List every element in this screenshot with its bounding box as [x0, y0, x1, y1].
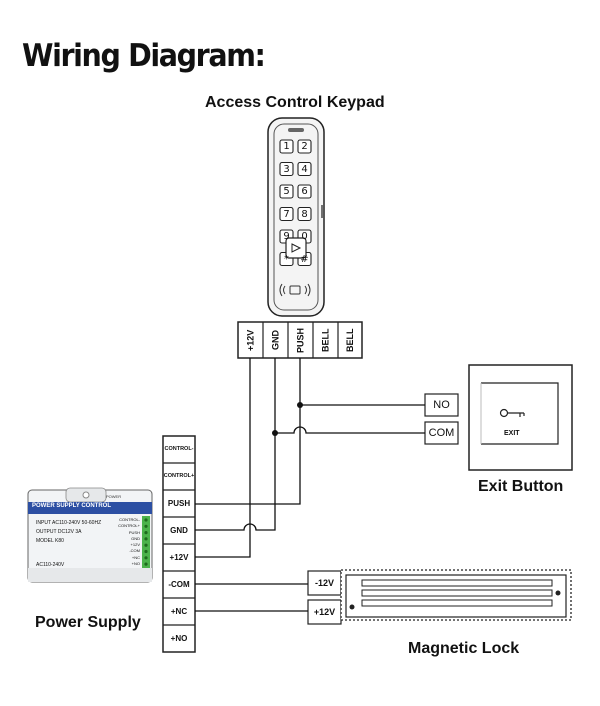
lock-terminal-minus-12v: -12V — [314, 578, 334, 588]
keypad-key — [297, 139, 312, 154]
psu-side-label: +NO — [131, 561, 140, 567]
key-icon — [499, 408, 525, 418]
psu-terminal-control-plus: CONTROL+ — [163, 473, 195, 479]
junction-dot — [297, 402, 303, 408]
power-supply-terminal-block — [162, 435, 196, 653]
psu-pin — [144, 556, 148, 560]
psu-pin — [144, 524, 148, 528]
keypad-terminal-gnd: GND — [270, 330, 281, 350]
psu-pin — [144, 543, 148, 547]
psu-terminal-push: PUSH — [167, 499, 191, 508]
keypad-key — [297, 206, 312, 222]
keypad-heading: Access Control Keypad — [205, 94, 385, 111]
psu-terminal-nc: +NC — [170, 607, 188, 616]
rfid-icon — [279, 283, 311, 297]
psu-side-label: GND — [131, 535, 140, 541]
psu-bottom-text: AC110-240V — [36, 562, 65, 568]
psu-side-label: -COM — [129, 548, 140, 554]
keypad-key — [297, 184, 312, 199]
keypad-key-label: 1 — [283, 141, 290, 152]
keypad-key-label: 6 — [301, 186, 308, 197]
psu-power-label: POWER — [106, 494, 122, 499]
psu-side-label: +NC — [131, 554, 140, 560]
keypad-key-label: 7 — [283, 208, 290, 220]
exit-terminal-com: COM — [428, 427, 455, 439]
exit-terminal-no: NO — [433, 399, 450, 411]
keypad-key — [279, 161, 294, 177]
keypad-key-label: 8 — [301, 208, 308, 220]
power-supply-device — [27, 487, 153, 583]
keypad-device — [267, 117, 325, 317]
keypad-terminal-bell-1: BELL — [320, 328, 331, 352]
psu-terminal-com: -COM — [168, 580, 190, 589]
keypad-terminal-push: PUSH — [295, 327, 306, 353]
psu-output: OUTPUT DC12V 3A — [36, 529, 82, 535]
keypad-key-label: 3 — [283, 163, 290, 175]
exit-label: EXIT — [504, 430, 520, 437]
psu-pin — [144, 537, 148, 541]
keypad-terminal-bell-2: BELL — [345, 328, 355, 352]
psu-side-label: +12V — [130, 542, 140, 548]
lock-terminal-plus-12v: +12V — [313, 607, 336, 617]
psu-side-label: PUSH — [128, 529, 140, 535]
exit-button-device — [468, 364, 573, 471]
psu-pin — [144, 549, 148, 554]
psu-model: MODEL K80 — [36, 538, 64, 544]
psu-pin — [144, 518, 148, 522]
psu-terminal-control-minus: CONTROL- — [164, 446, 194, 452]
keypad-key-label: 4 — [301, 163, 308, 175]
keypad-terminal-12v: +12V — [245, 329, 256, 351]
keypad-key-label: 9 — [283, 231, 290, 242]
keypad-key — [279, 206, 294, 222]
junction-dot — [272, 430, 278, 436]
psu-terminal-no: +NO — [170, 634, 188, 643]
keypad-terminal-block — [237, 321, 363, 359]
keypad-key-label: 0 — [301, 231, 308, 242]
psu-side-label: CONTROL+ — [118, 523, 140, 529]
keypad-key-label: 2 — [301, 141, 308, 152]
keypad-key — [279, 139, 294, 154]
psu-input: INPUT AC110-240V 50-60HZ — [36, 520, 102, 526]
psu-device-header: POWER SUPPLY CONTROL — [32, 503, 112, 509]
magnetic-lock-heading: Magnetic Lock — [408, 640, 520, 657]
keypad-key-label: 5 — [283, 186, 290, 197]
psu-terminal-gnd: GND — [170, 526, 188, 535]
wires — [195, 358, 425, 612]
keypad-key — [297, 161, 312, 177]
psu-pin — [144, 562, 148, 566]
exit-button-heading: Exit Button — [478, 478, 564, 495]
keypad-key-label: * — [284, 253, 289, 265]
diagram-title: Wiring Diagram: — [22, 38, 266, 74]
keypad-key — [279, 184, 294, 199]
magnetic-lock-device — [340, 569, 572, 621]
psu-pin — [144, 531, 148, 535]
psu-side-label: CONTROL- — [119, 517, 140, 522]
power-supply-heading: Power Supply — [35, 614, 141, 631]
keypad-key-label: # — [300, 253, 309, 265]
psu-terminal-12v: +12V — [169, 553, 189, 562]
bell-key — [285, 237, 307, 259]
